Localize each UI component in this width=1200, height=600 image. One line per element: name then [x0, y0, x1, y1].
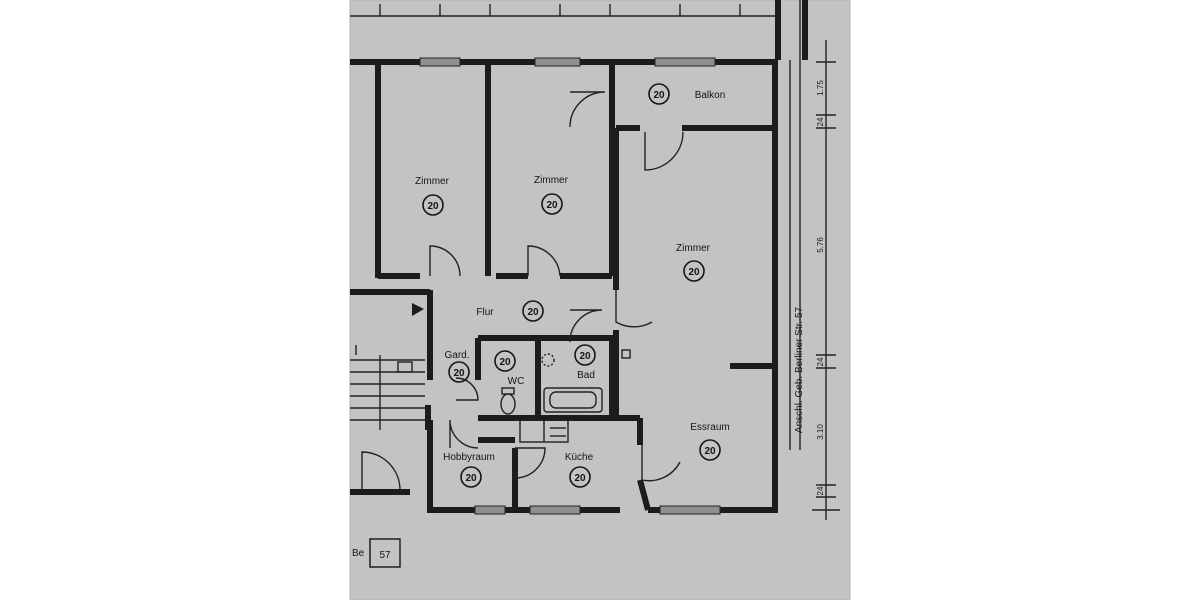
room-number: 20 [465, 473, 477, 484]
room-label: Bad [577, 370, 595, 381]
room-flur: Flur 20 [476, 300, 544, 322]
room-number-badge [648, 83, 670, 105]
dimension-label: 1.75 [816, 80, 825, 96]
room-number-badge [460, 466, 482, 488]
room-number-badge [541, 193, 563, 215]
room-number-badge [448, 361, 470, 383]
dimension-label: 3.10 [816, 424, 825, 440]
room-label: Gard. [444, 350, 469, 361]
stairwell [350, 289, 430, 495]
room-number-badge [422, 194, 444, 216]
room-kueche: Küche 20 [565, 452, 594, 488]
room-number: 20 [704, 446, 716, 457]
room-label: Balkon [695, 90, 726, 101]
room-label: Hobbyraum [443, 452, 495, 463]
room-number: 20 [574, 473, 586, 484]
dimension-label: 5.76 [816, 237, 825, 253]
room-number-badge [522, 300, 544, 322]
dimension-label: 24 [816, 117, 825, 126]
room-zimmer-2: Zimmer 20 [534, 175, 569, 215]
doors [429, 91, 684, 482]
room-number-badge [699, 439, 721, 461]
room-zimmer-3: Zimmer 20 [676, 243, 711, 282]
room-wc: 20 WC [494, 350, 525, 387]
dimension-line-right [812, 40, 840, 520]
dimension-labels: 1.75 24 5.76 24 3.10 24 [816, 80, 825, 496]
room-essraum: Essraum 20 [690, 422, 730, 461]
room-number-badge [574, 344, 596, 366]
room-number-badge [494, 350, 516, 372]
room-label: Flur [476, 307, 494, 318]
room-hobbyraum: Hobbyraum 20 [443, 452, 495, 488]
room-number: 20 [453, 368, 465, 379]
room-label: WC [508, 376, 525, 387]
room-number: 20 [546, 200, 558, 211]
street-label: Anschl. Geb. Berliner Str. 57 [794, 306, 805, 433]
room-label: Zimmer [415, 176, 450, 187]
room-label: Küche [565, 452, 594, 463]
windows [419, 57, 721, 515]
paper-background [350, 0, 850, 600]
neighbour-building-edge [775, 0, 808, 450]
interior-walls [375, 62, 775, 511]
room-label: Essraum [690, 422, 729, 433]
plan-number-box: Be 57 [352, 538, 401, 568]
room-number-badge [569, 466, 591, 488]
room-label: Zimmer [676, 243, 711, 254]
dimension-label: 24 [816, 486, 825, 495]
room-number: 20 [653, 90, 665, 101]
top-ruler [350, 4, 780, 17]
room-number: 20 [499, 357, 511, 368]
room-number: 20 [427, 201, 439, 212]
room-number: 20 [579, 351, 591, 362]
bath-fixtures [500, 349, 631, 443]
room-label: Zimmer [534, 175, 569, 186]
plan-code-prefix: Be [352, 548, 365, 559]
room-bad: 20 Bad [574, 344, 596, 381]
room-gard: Gard. 20 [444, 350, 470, 383]
room-number-badge [683, 260, 705, 282]
dimension-label: 24 [816, 357, 825, 366]
plan-number: 57 [379, 550, 391, 561]
room-zimmer-1: Zimmer 20 [415, 176, 450, 216]
room-number: 20 [527, 307, 539, 318]
room-balkon: 20 Balkon [648, 83, 726, 105]
room-number: 20 [688, 267, 700, 278]
